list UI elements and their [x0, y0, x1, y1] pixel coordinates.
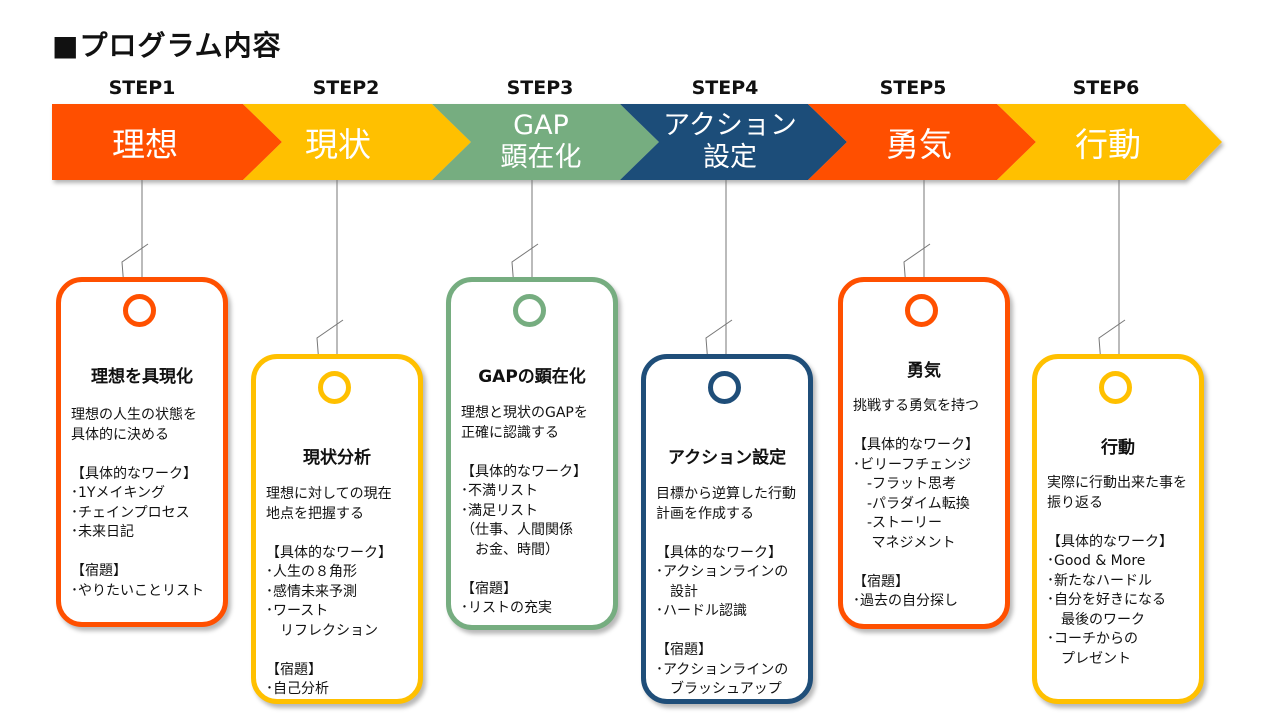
step-label-3: STEP3	[506, 77, 574, 99]
chevron-step-1	[52, 104, 282, 180]
tag-card-step-3: GAPの顕在化 理想と現状のGAPを 正確に認識する 【具体的なワーク】 ･不満…	[446, 277, 618, 630]
tag-body: 挑戦する勇気を持つ 【具体的なワーク】 ･ビリーフチェンジ -フラット思考 -パ…	[853, 398, 979, 609]
tag-title: 行動	[1101, 438, 1135, 458]
chevron-step-4	[620, 104, 847, 180]
tag-title: アクション設定	[667, 448, 787, 468]
chevron-text-4: アクション 設定	[663, 110, 797, 173]
chevron-text-6: 行動	[1075, 125, 1141, 164]
chevron-text-1: 理想	[112, 125, 178, 164]
chevron-step-3	[432, 104, 659, 180]
tag-title: 理想を具現化	[91, 367, 193, 387]
tag-hole	[1099, 371, 1132, 404]
tag-title: 勇気	[907, 361, 941, 381]
tag-hole	[123, 294, 156, 327]
chevron-step-2	[243, 104, 471, 180]
tag-body: 理想の人生の状態を 具体的に決める 【具体的なワーク】 ･1Yメイキング ･チェ…	[71, 407, 204, 599]
chevron-text-3: GAP 顕在化	[500, 110, 582, 173]
tag-hole	[905, 294, 938, 327]
tag-hole	[318, 371, 351, 404]
tag-hole	[513, 294, 546, 327]
tag-body: 目標から逆算した行動 計画を作成する 【具体的なワーク】 ･アクションラインの …	[656, 486, 796, 697]
step-label-6: STEP6	[1072, 77, 1140, 99]
chevron-text-2: 現状	[305, 125, 371, 164]
tag-card-step-4: アクション設定 目標から逆算した行動 計画を作成する 【具体的なワーク】 ･アク…	[641, 354, 813, 704]
tag-body: 理想と現状のGAPを 正確に認識する 【具体的なワーク】 ･不満リスト ･満足リ…	[461, 405, 588, 616]
chevron-text-5: 勇気	[886, 125, 952, 164]
tag-title: 現状分析	[303, 448, 371, 468]
step-label-1: STEP1	[108, 77, 176, 99]
step-label-5: STEP5	[879, 77, 947, 99]
tag-card-step-6: 行動 実際に行動出来た事を 振り返る 【具体的なワーク】 ･Good & Mor…	[1032, 354, 1204, 704]
chevron-step-6	[997, 104, 1222, 180]
tag-card-step-2: 現状分析 理想に対しての現在 地点を把握する 【具体的なワーク】 ･人生の８角形…	[251, 354, 423, 704]
tag-card-step-1: 理想を具現化 理想の人生の状態を 具体的に決める 【具体的なワーク】 ･1Yメイ…	[56, 277, 228, 627]
tag-card-step-5: 勇気 挑戦する勇気を持つ 【具体的なワーク】 ･ビリーフチェンジ -フラット思考…	[838, 277, 1010, 629]
step-label-4: STEP4	[691, 77, 759, 99]
chevron-step-5	[808, 104, 1036, 180]
tag-body: 理想に対しての現在 地点を把握する 【具体的なワーク】 ･人生の８角形 ･感情未…	[266, 486, 392, 697]
step-label-2: STEP2	[312, 77, 380, 99]
tag-body: 実際に行動出来た事を 振り返る 【具体的なワーク】 ･Good & More ･…	[1047, 475, 1187, 667]
page-title: ■プログラム内容	[52, 29, 282, 62]
tag-title: GAPの顕在化	[478, 367, 586, 387]
tag-hole	[708, 371, 741, 404]
